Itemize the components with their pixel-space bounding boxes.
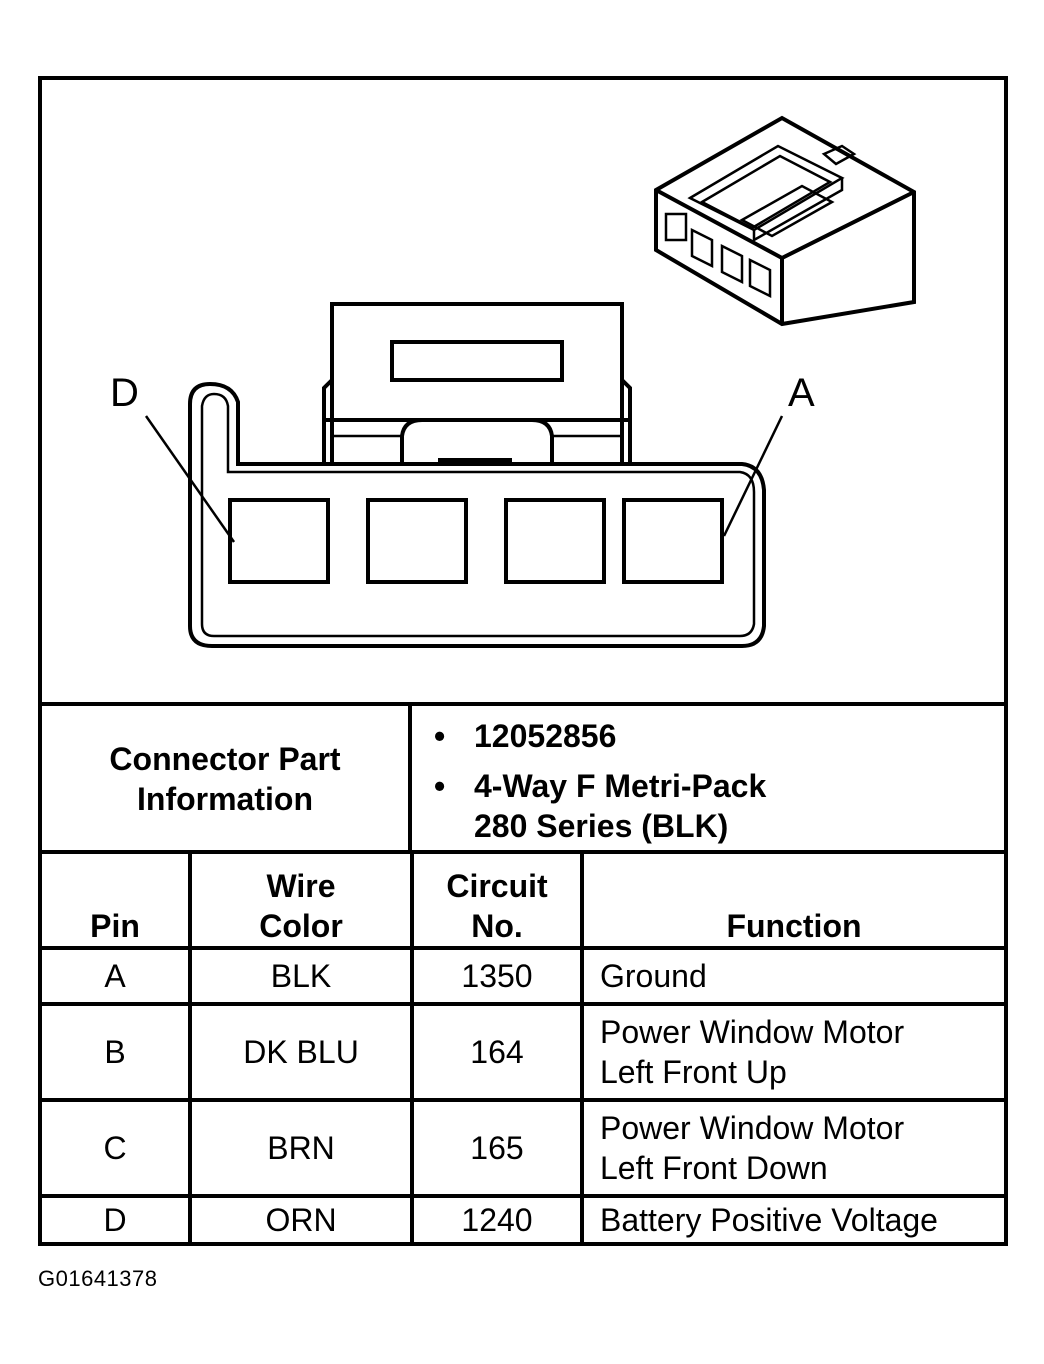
part-number: 12052856	[474, 718, 617, 754]
pin-cell: A	[42, 946, 192, 1006]
cavity-b	[504, 498, 606, 584]
wire-color-cell: ORN	[188, 1194, 414, 1242]
connector-type: 4-Way F Metri-Pack	[474, 768, 767, 804]
connector-diagram: D A	[42, 80, 1004, 702]
function-cell: Battery Positive Voltage	[580, 1194, 1004, 1242]
connector-info-row: Connector Part Information • 12052856 • …	[42, 702, 1004, 852]
connector-info-label-line1: Connector Part	[109, 741, 341, 777]
function-cell: Ground	[580, 946, 1004, 1006]
connector-face-view: D A	[110, 302, 815, 648]
wire-color-cell: DK BLU	[188, 1002, 414, 1102]
pin-cell: C	[42, 1098, 192, 1198]
pin-cell: D	[42, 1194, 192, 1242]
connector-3d-view	[654, 115, 916, 327]
wire-color-cell: BLK	[188, 946, 414, 1006]
circuit-cell: 165	[410, 1098, 584, 1198]
bullet-icon: •	[434, 768, 446, 804]
cavity-d	[228, 498, 330, 584]
connector-figure-frame: D A Connector Part Information • 1205285…	[38, 76, 1008, 1246]
leader-line-a	[722, 415, 784, 537]
connector-info-label: Connector Part Information	[42, 706, 412, 852]
connector-type-item: • 4-Way F Metri-Pack	[434, 766, 767, 806]
pin-label-d: D	[110, 371, 139, 415]
wire-color-cell: BRN	[188, 1098, 414, 1198]
pin-label-a: A	[788, 371, 815, 415]
circuit-cell: 1350	[410, 946, 584, 1006]
table-row: A BLK 1350 Ground	[42, 946, 1004, 1006]
connector-series-item: 280 Series (BLK)	[474, 806, 728, 846]
circuit-cell: 1240	[410, 1194, 584, 1242]
cavity-c	[366, 498, 468, 584]
bullet-icon: •	[434, 718, 446, 754]
cavity-a	[622, 498, 724, 584]
connector-series: 280 Series (BLK)	[474, 808, 729, 844]
header-function: Function	[580, 850, 1004, 950]
pin-cell: B	[42, 1002, 192, 1102]
connector-drawing: D A	[110, 115, 916, 648]
header-pin: Pin	[42, 850, 192, 950]
connector-info-label-line2: Information	[137, 781, 313, 817]
leader-line-d	[144, 415, 236, 543]
table-row: D ORN 1240 Battery Positive Voltage	[42, 1194, 1004, 1242]
connector-info-values: • 12052856 • 4-Way F Metri-Pack 280 Seri…	[412, 710, 1004, 852]
circuit-cell: 164	[410, 1002, 584, 1102]
figure-id: G01641378	[38, 1266, 158, 1291]
part-number-item: • 12052856	[434, 716, 617, 756]
